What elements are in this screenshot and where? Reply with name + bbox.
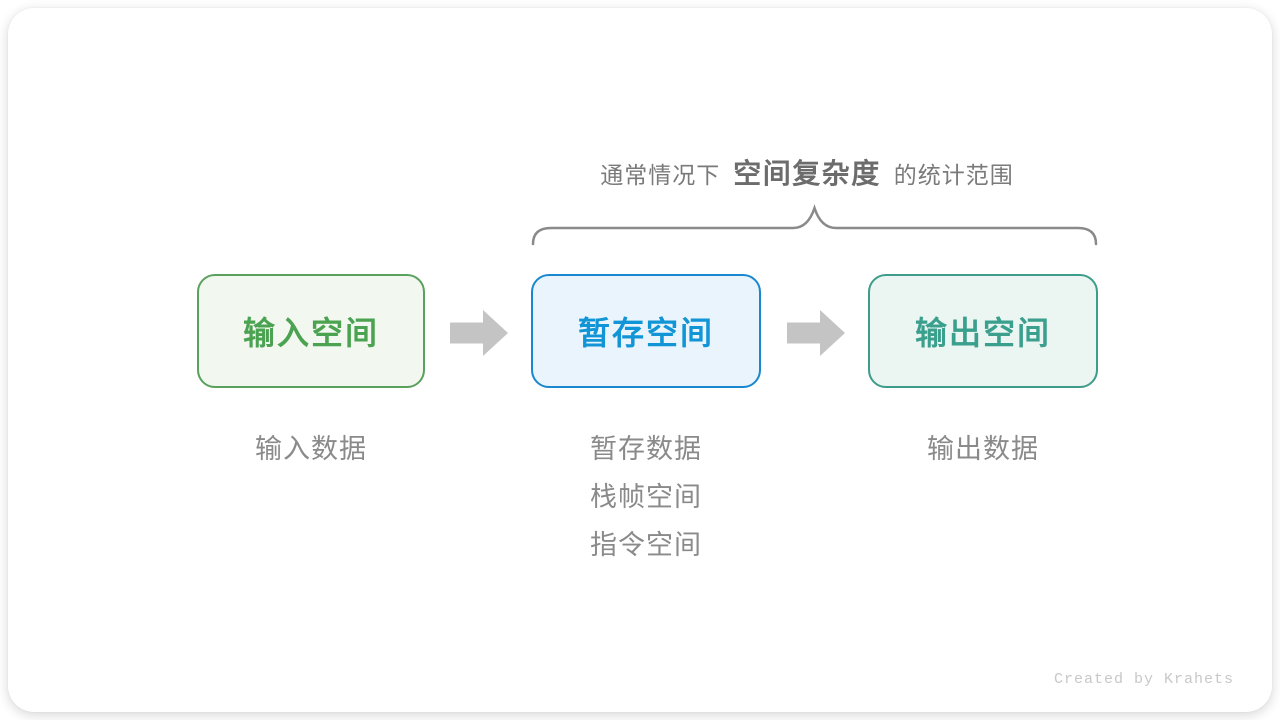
annotation-suffix: 的统计范围 [893,162,1014,188]
caption-stack-frame-space: 栈帧空间 [590,482,702,512]
node-output-space: 输出空间 [868,274,1098,388]
caption-input-data: 输入数据 [255,434,367,464]
curly-brace-over-icon [531,203,1098,246]
caption-output-data: 输出数据 [927,434,1039,464]
node-output-space-label: 输出空间 [914,315,1051,351]
arrow-right-icon [450,310,508,356]
caption-buffer-data: 暂存数据 [590,434,702,464]
node-input-space: 输入空间 [197,274,425,388]
credit-text: Created by Krahets [1053,671,1234,688]
annotation-highlight: 空间复杂度 [733,158,881,189]
annotation-prefix: 通常情况下 [600,162,721,188]
caption-instruction-space: 指令空间 [590,530,702,560]
scope-annotation: 通常情况下 空间复杂度 的统计范围 [467,152,1147,198]
node-buffer-space-label: 暂存空间 [577,315,714,351]
node-buffer-space: 暂存空间 [531,274,761,388]
diagram-card: 通常情况下 空间复杂度 的统计范围 输入空间 暂存空间 输出空间 输入数据 暂存… [8,8,1272,712]
arrow-right-icon [787,310,845,356]
node-input-space-label: 输入空间 [242,315,379,351]
